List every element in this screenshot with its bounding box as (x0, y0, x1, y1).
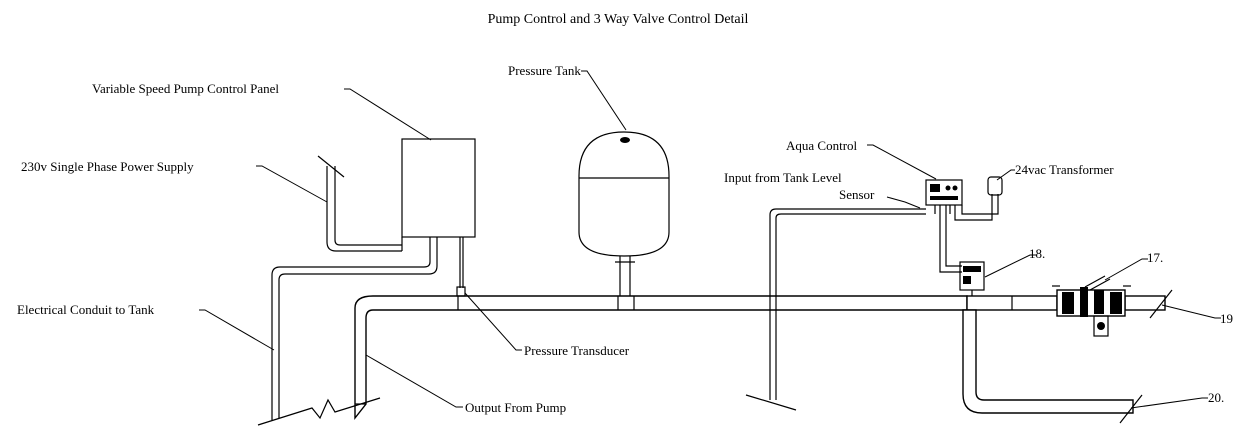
main-pipe (354, 295, 968, 421)
power-conduit (317, 155, 403, 252)
label-tank-level-1: Input from Tank Level (724, 170, 842, 185)
valve-actuator (959, 261, 985, 296)
transformer (987, 176, 1003, 196)
actuator-wiring (939, 194, 999, 273)
label-transformer: 24vac Transformer (1015, 162, 1114, 177)
control-panel (401, 138, 476, 238)
label-output-pump: Output From Pump (465, 400, 566, 415)
backflow-valve (1052, 275, 1131, 337)
callout-19: 19 (1220, 311, 1233, 326)
pressure-tank (578, 131, 670, 296)
label-tank-level-2: Sensor (839, 187, 875, 202)
right-pipe (966, 295, 1166, 311)
callout-20: 20. (1208, 390, 1224, 405)
label-conduit: Electrical Conduit to Tank (17, 302, 155, 317)
leader-lines (199, 70, 1221, 409)
callout-17: 17. (1147, 250, 1163, 265)
callout-18: 18. (1029, 246, 1045, 261)
pipe-joints (457, 296, 635, 310)
label-transducer: Pressure Transducer (524, 343, 630, 358)
label-pressure-tank: Pressure Tank (508, 63, 581, 78)
label-aqua-control: Aqua Control (786, 138, 858, 153)
label-power-supply: 230v Single Phase Power Supply (21, 159, 194, 174)
label-control-panel: Variable Speed Pump Control Panel (92, 81, 279, 96)
diagram-title: Pump Control and 3 Way Valve Control Det… (488, 12, 749, 27)
pipe-end-breaks (1119, 289, 1173, 424)
pipe-break-symbol (257, 397, 381, 426)
branch-pipe (962, 309, 1134, 414)
electrical-conduit (271, 237, 438, 420)
pressure-transducer (456, 237, 466, 297)
tank-level-line (745, 208, 926, 411)
aqua-control (925, 179, 963, 214)
